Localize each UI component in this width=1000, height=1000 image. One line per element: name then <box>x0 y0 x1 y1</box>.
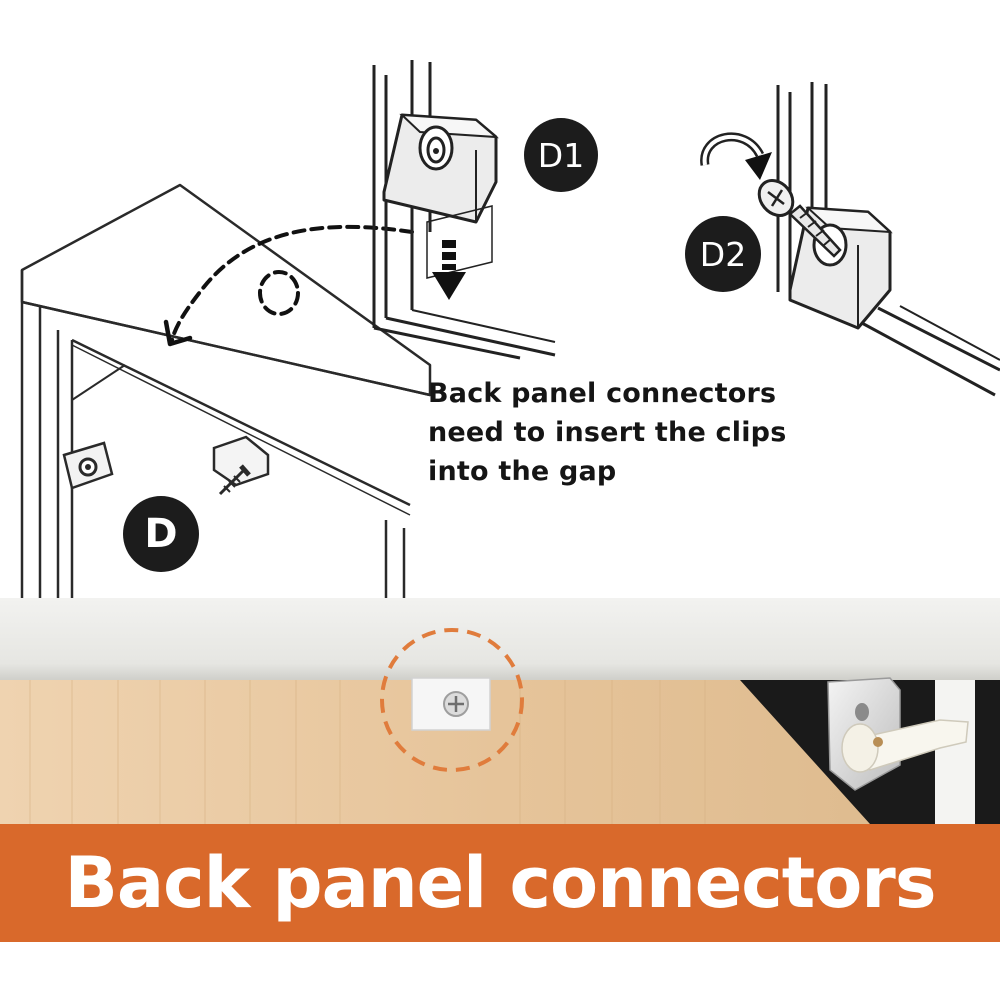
label-d2-badge: D2 <box>685 216 761 292</box>
screw-icon <box>757 179 842 258</box>
label-d-badge: D <box>123 496 199 572</box>
curved-dashed-arrow-icon <box>170 224 414 342</box>
screw-icon <box>218 464 251 496</box>
label-d: D <box>144 511 178 557</box>
instruction-line-1: Back panel connectors <box>428 378 777 409</box>
instruction-line-3: into the gap <box>428 456 617 487</box>
d1-bracket-drawing <box>382 113 499 279</box>
rotate-arrow-icon <box>700 132 772 180</box>
instruction-line-2: need to insert the clips <box>428 417 787 448</box>
label-d1: D1 <box>537 135 585 175</box>
arrow-head <box>163 319 193 347</box>
cabinet-corner-drawing <box>20 183 432 600</box>
back-panel-clip-drawing <box>212 435 270 487</box>
banner-title: Back panel connectors <box>64 842 937 924</box>
down-arrow-icon <box>432 240 466 300</box>
title-banner: Back panel connectors <box>0 824 1000 942</box>
bracket-small-drawing <box>62 441 114 490</box>
label-d2: D2 <box>699 234 747 274</box>
instruction-text: Back panel connectors need to insert the… <box>428 374 828 491</box>
highlight-circle <box>380 628 524 772</box>
label-d1-badge: D1 <box>524 118 598 192</box>
